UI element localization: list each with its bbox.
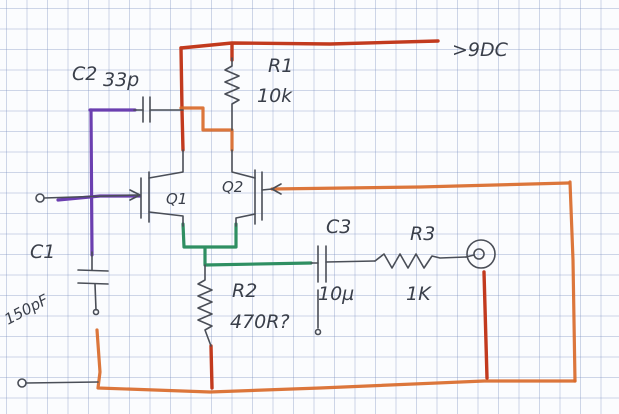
r3-name-label: R3 bbox=[410, 223, 435, 245]
input-wire bbox=[56, 108, 142, 257]
ground-rail bbox=[95, 180, 577, 394]
c1-name-label: C1 bbox=[30, 241, 55, 263]
q2-label: Q2 bbox=[222, 178, 243, 196]
c3-name-label: C3 bbox=[326, 216, 351, 238]
r1-collector-wire bbox=[179, 42, 234, 152]
c2-name-label: C2 bbox=[72, 63, 97, 85]
c1-value-label: 150pF bbox=[1, 291, 51, 329]
r2-value-label: 470R? bbox=[230, 311, 290, 333]
transistor-q2 bbox=[231, 149, 282, 227]
resistor-r1 bbox=[224, 57, 240, 131]
resistor-r2 bbox=[197, 264, 213, 347]
output-jack bbox=[465, 239, 496, 269]
r2-name-label: R2 bbox=[232, 280, 257, 302]
capacitor-c3 bbox=[310, 245, 376, 336]
q1-label: Q1 bbox=[166, 190, 187, 208]
input-terminal-top bbox=[35, 189, 141, 203]
capacitor-c2 bbox=[133, 96, 184, 123]
resistor-r3 bbox=[374, 253, 467, 269]
r3-value-label: 1K bbox=[406, 283, 432, 305]
c3-value-label: 10µ bbox=[318, 283, 354, 305]
transistor-q1 bbox=[140, 149, 184, 227]
c2-value-label: 33p bbox=[103, 69, 139, 91]
emitter-wire bbox=[181, 222, 313, 267]
r1-name-label: R1 bbox=[268, 55, 293, 77]
supply-voltage-label: >9DC bbox=[452, 39, 509, 61]
input-terminal-bottom bbox=[17, 378, 99, 388]
capacitor-c1 bbox=[77, 251, 109, 316]
r1-value-label: 10k bbox=[257, 85, 293, 107]
supply-rail bbox=[179, 39, 440, 152]
